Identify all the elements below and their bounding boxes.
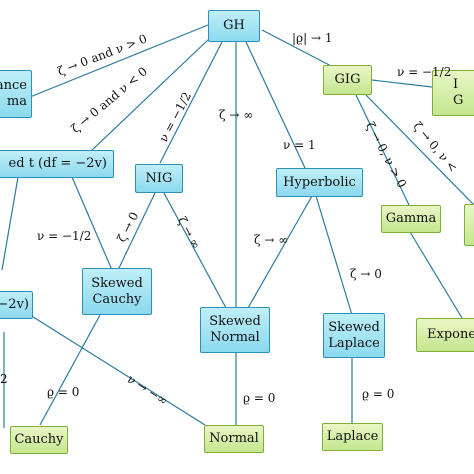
label-t-cauchy: ν = −1/2 xyxy=(37,229,92,243)
edge-hyp-normal xyxy=(247,195,313,309)
node-skewed-cauchy-line1: Skewed xyxy=(91,275,143,291)
node-gamma-label: Gamma xyxy=(385,211,437,226)
node-laplace: Laplace xyxy=(322,423,383,451)
edge-gh-gammaleft xyxy=(29,24,209,98)
node-gig: GIG xyxy=(323,65,372,95)
edge-skewedt-left xyxy=(1,176,19,271)
node-gamma: Gamma xyxy=(381,205,441,233)
edge-cauchy-cauchy xyxy=(39,314,101,426)
node-skewed-laplace-line1: Skewed xyxy=(328,319,380,335)
label-hyp-normal: ζ → ∞ xyxy=(254,233,289,247)
node-gamma-variance-line2: ma xyxy=(6,94,27,109)
node-cauchy-label: Cauchy xyxy=(14,432,64,447)
node-left-mid-label: −2v) xyxy=(0,297,29,312)
node-gig-right-line2: G xyxy=(453,93,464,108)
edge-hyp-laplace xyxy=(315,195,353,316)
edge-gig-right xyxy=(371,79,433,88)
node-laplace-label: Laplace xyxy=(326,429,379,444)
node-skewed-t-label: ed t (df = −2v) xyxy=(8,156,107,171)
node-skewed-normal: Skewed Normal xyxy=(200,307,270,353)
label-gig-right: ν = −1/2 xyxy=(397,65,452,79)
node-left-mid: −2v) xyxy=(0,291,33,319)
node-nig: NIG xyxy=(135,164,183,193)
node-skewed-t: ed t (df = −2v) xyxy=(0,150,114,178)
edge-skewedt-cauchy xyxy=(71,176,113,271)
edge-nig-cauchy xyxy=(117,192,156,271)
node-skewed-cauchy-line2: Cauchy xyxy=(92,291,142,307)
node-cauchy: Cauchy xyxy=(10,426,68,454)
node-gamma-variance: ance ma xyxy=(0,70,32,118)
node-skewed-laplace: Skewed Laplace xyxy=(323,313,385,358)
label-cauchy-rho: ϱ = 0 xyxy=(47,385,80,399)
node-gh: GH xyxy=(208,10,260,42)
node-skewed-normal-line1: Skewed xyxy=(209,314,261,329)
node-normal-label: Normal xyxy=(209,431,259,446)
node-skewed-normal-line2: Normal xyxy=(210,330,260,345)
edge-gig-gamma xyxy=(355,94,411,208)
edge-gh-gig xyxy=(261,29,336,69)
edge-gh-nig xyxy=(159,41,223,164)
edge-nig-normal xyxy=(163,192,227,309)
label-gh-normal: ζ → ∞ xyxy=(219,108,254,122)
node-skewed-cauchy: Skewed Cauchy xyxy=(82,268,152,315)
label-hyp-laplace: ζ → 0 xyxy=(350,267,382,281)
node-gig-right: I G xyxy=(432,70,474,116)
node-hyperbolic: Hyperbolic xyxy=(276,168,363,197)
node-exponential: Expone xyxy=(416,318,474,352)
node-hyperbolic-label: Hyperbolic xyxy=(283,174,356,190)
label-normal-rho: ϱ = 0 xyxy=(243,391,276,405)
label-gh-gig: |ϱ| → 1 xyxy=(292,31,333,45)
node-gh-label: GH xyxy=(223,18,245,33)
node-nig-label: NIG xyxy=(145,170,173,186)
node-gig-label: GIG xyxy=(334,72,361,87)
label-gh-hyperbolic: ν = 1 xyxy=(283,138,316,152)
label-left-edge: 2 xyxy=(0,372,8,386)
edge-gig-right2 xyxy=(365,94,474,206)
edge-gh-skewedt xyxy=(89,37,211,153)
edge-left-normal xyxy=(29,314,206,426)
node-exponential-label: Expone xyxy=(427,327,474,342)
node-skewed-laplace-line2: Laplace xyxy=(328,335,380,351)
node-normal: Normal xyxy=(204,425,264,453)
node-gig-right-line1: I xyxy=(453,77,459,92)
label-laplace-rho: ϱ = 0 xyxy=(362,387,395,401)
node-right-cut xyxy=(464,204,474,246)
edge-gh-hyperbolic xyxy=(245,41,306,169)
edge-gamma-expon xyxy=(409,231,463,319)
node-gamma-variance-line1: ance xyxy=(0,78,27,93)
